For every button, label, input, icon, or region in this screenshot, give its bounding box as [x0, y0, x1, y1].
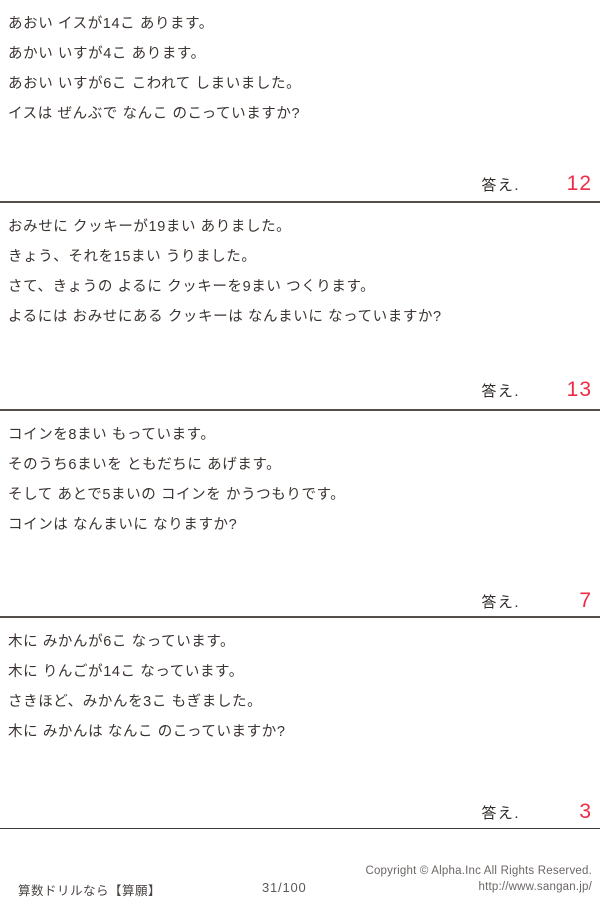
problem-line: 木に みかんが6こ なっています。 [8, 634, 236, 650]
answer-row-4: 答え. 3 [481, 800, 592, 824]
problem-statement-2: おみせに クッキーが19まい ありました。 きょう、それを15まい うりました。… [8, 203, 592, 332]
problem-line: おみせに クッキーが19まい ありました。 [8, 219, 292, 235]
page-footer: 算数ドリルなら【算願】 31/100 Copyright © Alpha.Inc… [0, 860, 600, 904]
footer-copyright: Copyright © Alpha.Inc All Rights Reserve… [365, 865, 592, 877]
answer-row-1: 答え. 12 [481, 172, 592, 196]
answer-label: 答え. [481, 383, 520, 400]
problem-statement-1: あおい イスが14こ あります。 あかい いすが4こ あります。 あおい いすが… [8, 0, 592, 129]
footer-page-number: 31/100 [262, 880, 307, 895]
problem-line: さて、きょうの よるに クッキーを9まい つくります。 [8, 279, 376, 295]
problem-line: あおい いすが6こ こわれて しまいました。 [8, 76, 302, 92]
answer-value: 3 [579, 800, 592, 823]
footer-divider [0, 828, 600, 829]
problem-line: 木に りんごが14こ なっています。 [8, 664, 244, 680]
answer-label: 答え. [481, 177, 520, 194]
problem-divider [0, 616, 600, 618]
problem-block-1: あおい イスが14こ あります。 あかい いすが4こ あります。 あおい いすが… [0, 0, 600, 202]
answer-row-3: 答え. 7 [481, 589, 592, 613]
problem-line: コインは なんまいに なりますか? [8, 517, 238, 533]
problem-line: 木に みかんは なんこ のこっていますか? [8, 724, 286, 740]
problem-line: あかい いすが4こ あります。 [8, 46, 206, 62]
problem-line: よるには おみせにある クッキーは なんまいに なっていますか? [8, 309, 442, 325]
answer-row-2: 答え. 13 [481, 378, 592, 402]
problem-line: きょう、それを15まい うりました。 [8, 249, 257, 265]
answer-value: 13 [566, 378, 592, 401]
problem-line: イスは ぜんぶで なんこ のこっていますか? [8, 106, 301, 122]
answer-value: 12 [566, 172, 592, 195]
problem-block-3: コインを8まい もっています。 そのうち6まいを ともだちに あげます。 そして… [0, 411, 600, 615]
answer-value: 7 [579, 589, 592, 612]
problem-line: そのうち6まいを ともだちに あげます。 [8, 457, 282, 473]
problem-line: コインを8まい もっています。 [8, 427, 216, 443]
problem-divider [0, 201, 600, 203]
answer-label: 答え. [481, 805, 520, 822]
problem-block-4: 木に みかんが6こ なっています。 木に りんごが14こ なっています。 さきほ… [0, 618, 600, 826]
problem-line: そして あとで5まいの コインを かうつもりです。 [8, 487, 346, 503]
problem-block-2: おみせに クッキーが19まい ありました。 きょう、それを15まい うりました。… [0, 203, 600, 408]
footer-brand: 算数ドリルなら【算願】 [18, 884, 162, 898]
problem-statement-4: 木に みかんが6こ なっています。 木に りんごが14こ なっています。 さきほ… [8, 618, 592, 747]
problem-line: さきほど、みかんを3こ もぎました。 [8, 694, 263, 710]
answer-label: 答え. [481, 594, 520, 611]
problem-line: あおい イスが14こ あります。 [8, 16, 214, 32]
problem-divider [0, 409, 600, 411]
footer-url[interactable]: http://www.sangan.jp/ [478, 881, 592, 893]
problem-statement-3: コインを8まい もっています。 そのうち6まいを ともだちに あげます。 そして… [8, 411, 592, 540]
